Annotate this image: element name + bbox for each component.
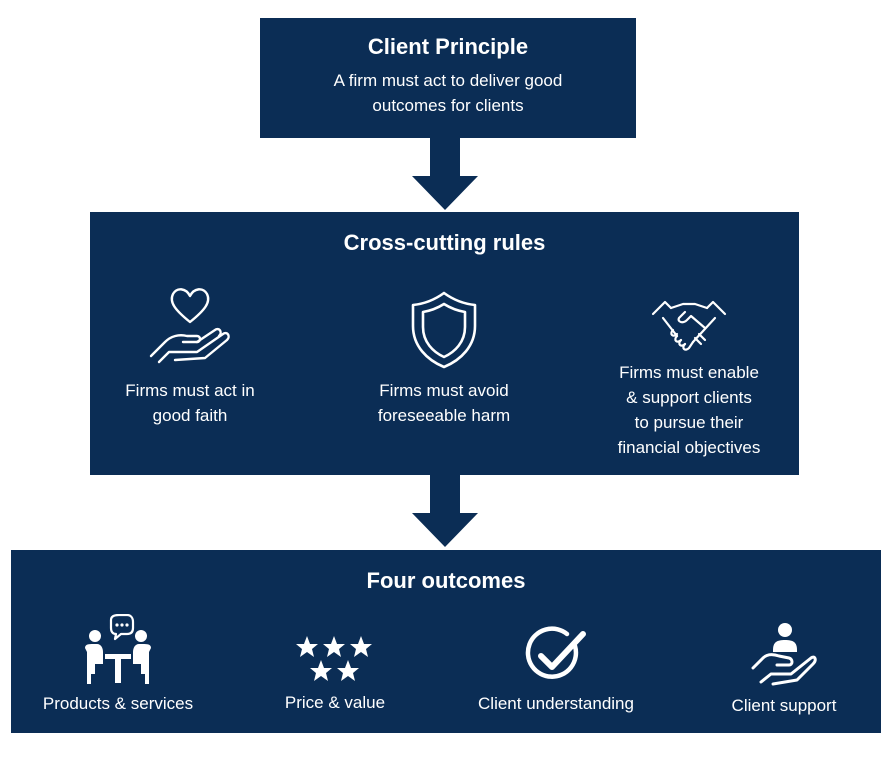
cross-cutting-rules-box: Cross-cutting rules Firms must act in go… <box>90 212 799 475</box>
client-principle-description: A firm must act to deliver good outcomes… <box>260 68 636 118</box>
rule-foreseeable-harm-line1: Firms must avoid <box>379 381 509 400</box>
shield-icon <box>411 291 477 369</box>
rule-foreseeable-harm-line2: foreseeable harm <box>377 406 511 425</box>
checkmark-circle-icon <box>525 626 586 679</box>
outcome-price-value-label: Price & value <box>284 693 386 712</box>
stars-icon <box>296 636 372 681</box>
down-arrow-2 <box>412 475 478 547</box>
rule-good-faith-line1: Firms must act in <box>125 381 255 400</box>
outcome-client-support-label: Client support <box>731 696 837 715</box>
handshake-icon <box>651 300 727 351</box>
cross-cutting-rules-title: Cross-cutting rules <box>343 230 546 255</box>
rule-support-clients-line4: financial objectives <box>617 438 761 457</box>
rule-good-faith-line2: good faith <box>152 406 228 425</box>
client-principle-title: Client Principle <box>367 34 529 59</box>
client-principle-description-line1: A firm must act to deliver good <box>333 71 563 90</box>
outcome-client-understanding-label: Client understanding <box>478 694 634 713</box>
outcome-products-services-label: Products & services <box>42 694 194 713</box>
rule-support-clients-line3: to pursue their <box>634 413 744 432</box>
four-outcomes-box: Four outcomes Products & services <box>11 550 881 733</box>
client-principle-box: Client Principle A firm must act to deli… <box>260 18 636 138</box>
rule-foreseeable-harm: Firms must avoid foreseeable harm <box>344 290 544 428</box>
meeting-icon <box>85 614 151 684</box>
rule-support-clients: Firms must enable & support clients to p… <box>589 292 789 460</box>
helping-hand-icon <box>751 623 817 686</box>
heart-in-hand-icon <box>149 288 230 364</box>
rule-support-clients-line1: Firms must enable <box>619 363 759 382</box>
four-outcomes-title: Four outcomes <box>366 568 526 593</box>
rule-support-clients-line2: & support clients <box>626 388 752 407</box>
down-arrow-1 <box>412 138 478 210</box>
rule-good-faith: Firms must act in good faith <box>90 284 290 428</box>
client-principle-description-line2: outcomes for clients <box>372 96 524 115</box>
